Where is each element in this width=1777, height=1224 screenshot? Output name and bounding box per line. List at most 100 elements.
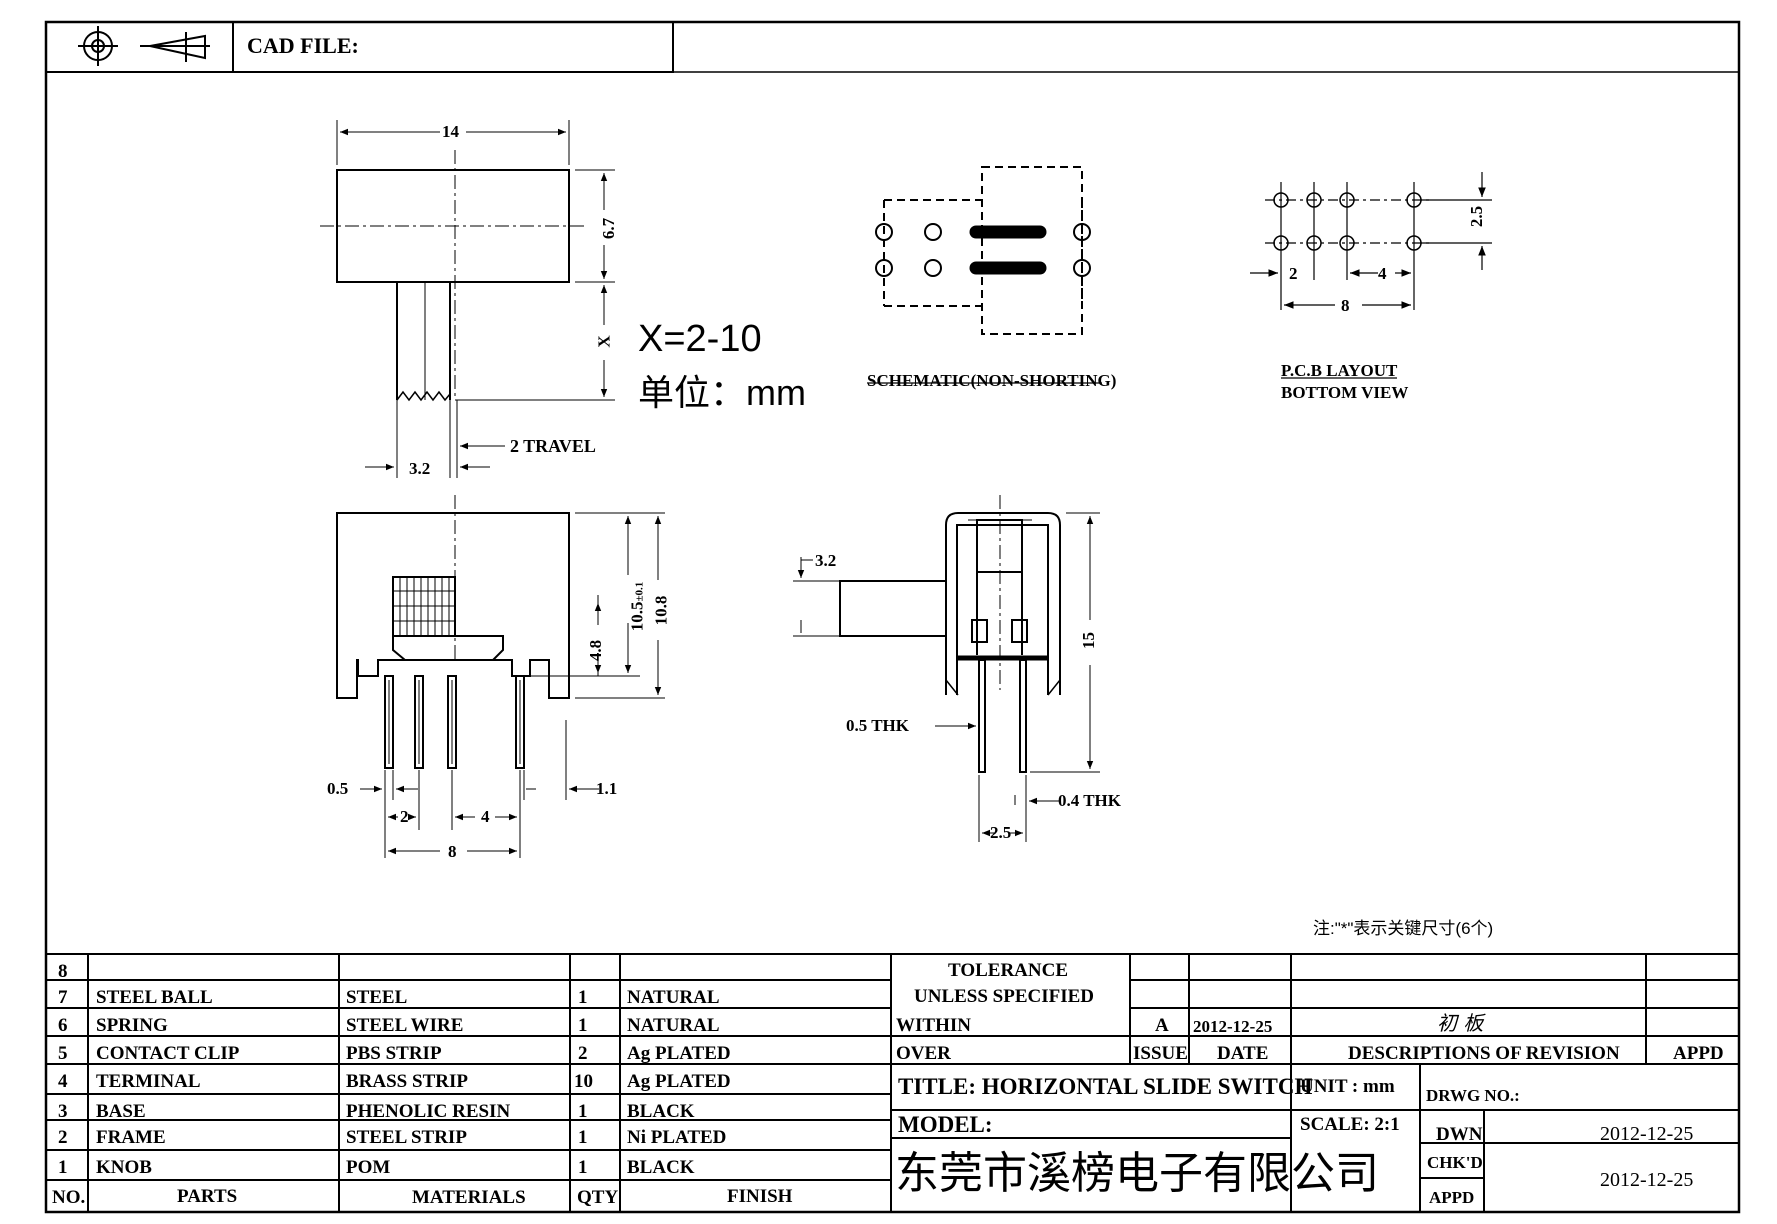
company-name: 东莞市溪榜电子有限公司 <box>895 1148 1379 1199</box>
dim-side-2-5: 2.5 <box>990 823 1012 842</box>
bom-cell-part: STEEL BALL <box>96 987 213 1008</box>
bom-grid <box>46 953 1739 1212</box>
bom-cell-part: KNOB <box>96 1157 152 1178</box>
pcb-pitch-v: 2.5 <box>1467 205 1487 228</box>
side-view-frame <box>945 512 1061 695</box>
revision-description: 初 板 <box>1437 1011 1484 1035</box>
side-view-pin <box>978 659 986 773</box>
side-view-actuator <box>839 580 947 637</box>
schematic-slider-outline <box>981 166 1083 335</box>
bom-header-materials: MATERIALS <box>412 1187 526 1208</box>
dim-travel-x: X <box>594 335 614 348</box>
bom-cell-no: 1 <box>58 1157 68 1178</box>
dim-height-6-7: 6.7 <box>599 217 619 240</box>
pcb-layout <box>1250 172 1492 379</box>
bom-cell-qty: 2 <box>578 1043 588 1064</box>
bom-cell-finish: Ag PLATED <box>627 1071 731 1092</box>
critical-dimension-note: 注:"*"表示关键尺寸(6个) <box>1313 919 1494 938</box>
bom-cell-no: 4 <box>58 1071 68 1092</box>
bom-cell-material: BRASS STRIP <box>346 1071 468 1092</box>
bom-cell-material: STEEL <box>346 987 408 1008</box>
schematic-terminal <box>1073 223 1091 241</box>
dim-actuator-3-2: 3.2 <box>409 459 431 478</box>
front-view <box>336 495 665 858</box>
pcb-caption-2: BOTTOM VIEW <box>1281 383 1409 402</box>
chkd-date: 2012-12-25 <box>1600 1169 1694 1191</box>
bom-cell-part: TERMINAL <box>96 1071 201 1092</box>
dim-height-10-8: 10.8 <box>651 595 671 626</box>
bom-header-no: NO. <box>52 1187 86 1208</box>
pcb-pitch-4: 4 <box>1378 264 1387 283</box>
schematic <box>867 166 1102 384</box>
dim-side-3-2: 3.2 <box>815 551 837 570</box>
travel-label: 2 TRAVEL <box>510 436 596 456</box>
side-view-pin <box>1019 659 1027 773</box>
bom-cell-qty: 1 <box>578 1127 588 1148</box>
third-angle-projection-icon <box>78 26 210 66</box>
schematic-terminal <box>875 223 893 241</box>
bom-cell-part: SPRING <box>96 1015 168 1036</box>
pcb-span-8: 8 <box>1341 296 1350 315</box>
bom-cell-qty: 1 <box>578 1157 588 1178</box>
dwn-label: DWN <box>1436 1124 1483 1145</box>
issue-date: 2012-12-25 <box>1193 1017 1273 1036</box>
top-view <box>320 120 615 478</box>
date-label: DATE <box>1217 1043 1269 1064</box>
pcb-caption-1: P.C.B LAYOUT <box>1281 361 1398 380</box>
issue-value: A <box>1155 1015 1169 1036</box>
bom-cell-material: STEEL STRIP <box>346 1127 467 1148</box>
x-range-label: X=2-10 <box>638 318 762 360</box>
bom-cell-material: PBS STRIP <box>346 1043 442 1064</box>
within-label: WITHIN <box>896 1015 971 1036</box>
bom-cell-part: BASE <box>96 1101 146 1122</box>
front-view-pin <box>414 675 424 769</box>
dim-width-14: 14 <box>442 122 459 141</box>
dim-pin-offset-1-1: 1.1 <box>596 779 618 798</box>
front-view-pin <box>384 675 394 769</box>
bom-cell-no: 6 <box>58 1015 68 1036</box>
bom-cell-part: FRAME <box>96 1127 166 1148</box>
dim-pitch-2: 2 <box>400 807 409 826</box>
bom-cell-finish: NATURAL <box>627 1015 720 1036</box>
dim-height-10-5: 10.5±0.1 <box>627 581 647 632</box>
pcb-pitch-2: 2 <box>1289 264 1298 283</box>
dim-pin-height-4-8: 4.8 <box>586 639 606 662</box>
dim-thk-0-5: 0.5 THK <box>846 716 909 735</box>
drawing-title: TITLE: HORIZONTAL SLIDE SWITCH <box>898 1074 1313 1099</box>
front-view-pin <box>447 675 457 769</box>
unit-cell: UNIT : mm <box>1300 1076 1395 1097</box>
top-view-body <box>336 169 570 283</box>
chkd-label: CHK'D <box>1427 1153 1483 1172</box>
bom-cell-finish: BLACK <box>627 1101 695 1122</box>
scale-label: SCALE: 2:1 <box>1300 1114 1400 1135</box>
descriptions-of-revision-label: DESCRIPTIONS OF REVISION <box>1348 1043 1620 1064</box>
model-label: MODEL: <box>898 1112 993 1137</box>
bom-cell-no: 2 <box>58 1127 68 1148</box>
dim-tolerance: ±0.1 <box>633 581 646 602</box>
bom-cell-finish: NATURAL <box>627 987 720 1008</box>
dim-side-15: 15 <box>1079 632 1098 649</box>
bom-cell-qty: 1 <box>578 987 588 1008</box>
unit-label: 单位：mm <box>638 372 806 413</box>
schematic-caption: SCHEMATIC(NON-SHORTING) <box>867 371 1117 390</box>
dim-pin-width-0-5: 0.5 <box>327 779 349 798</box>
schematic-terminal <box>875 259 893 277</box>
unless-specified-label: UNLESS SPECIFIED <box>914 986 1095 1007</box>
dim-pitch-4: 4 <box>481 807 490 826</box>
front-view-body <box>336 512 570 699</box>
bom-header-finish: FINISH <box>727 1186 793 1207</box>
schematic-terminal <box>1073 259 1091 277</box>
sheet-border <box>44 20 1741 1214</box>
bom-cell-no: 7 <box>58 987 68 1008</box>
schematic-terminal <box>924 259 942 277</box>
appd-bottom-label: APPD <box>1429 1188 1475 1207</box>
dwn-date: 2012-12-25 <box>1600 1123 1694 1145</box>
drwg-no-label: DRWG NO.: <box>1426 1086 1520 1105</box>
bom-cell-qty: 1 <box>578 1015 588 1036</box>
bom-cell-qty: 10 <box>574 1071 593 1092</box>
over-label: OVER <box>896 1043 951 1064</box>
bom-header-qty: QTY <box>577 1187 619 1208</box>
bom-cell-no: 3 <box>58 1101 68 1122</box>
dim-span-8: 8 <box>448 842 457 861</box>
